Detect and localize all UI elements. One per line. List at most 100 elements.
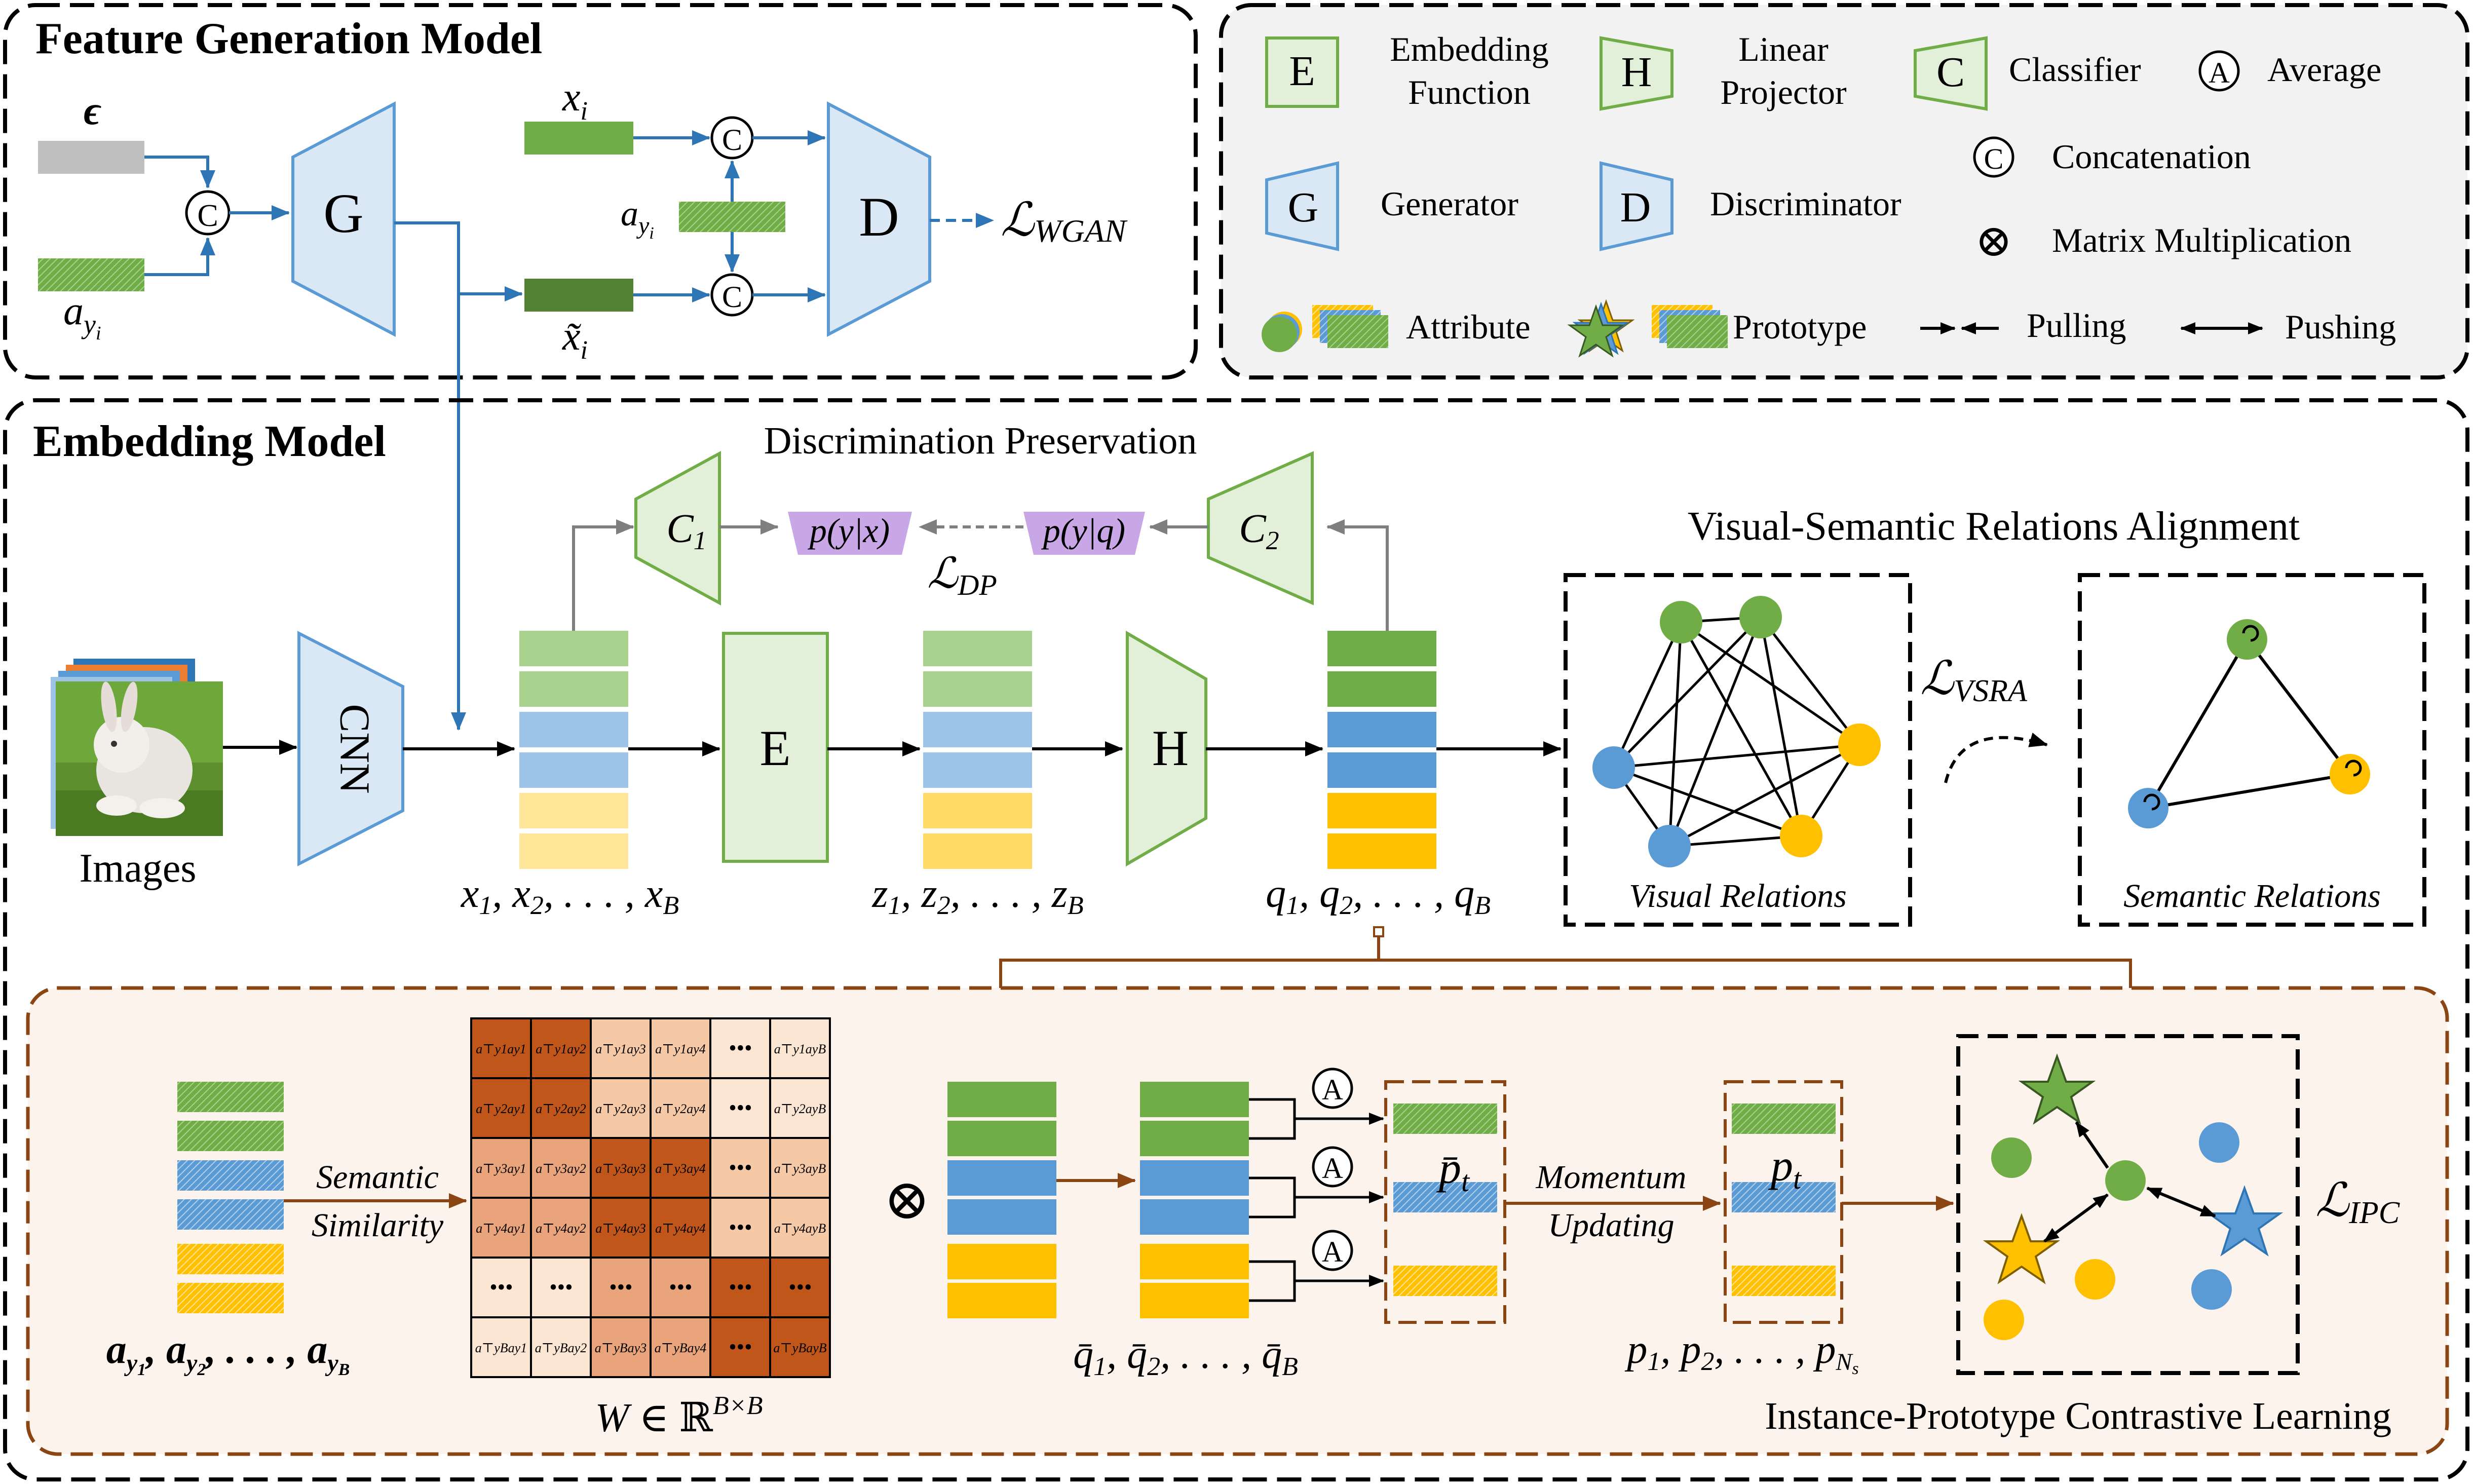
momentum-label-2: Updating — [1548, 1207, 1674, 1244]
q-features — [1327, 631, 1436, 869]
discriminator-letter: D — [859, 186, 899, 248]
matrix-cell — [709, 1077, 771, 1139]
noise-vector — [38, 141, 144, 174]
matrix-cell-label: ••• — [729, 1215, 752, 1240]
matrix-cell-label: a⊤y2ay1 — [476, 1101, 526, 1116]
p-box — [1724, 1080, 1843, 1324]
pbar-yellow — [1393, 1266, 1497, 1296]
matrix-cell-label: a⊤y4ay2 — [536, 1221, 586, 1236]
legend-discriminator-letter: D — [1620, 184, 1651, 231]
legend-matmul-symbol: ⊗ — [1975, 217, 2012, 266]
legend-prototype-label: Prototype — [1733, 308, 1867, 346]
e-block — [722, 632, 829, 863]
instance-blue-2 — [2191, 1269, 2232, 1310]
legend-average-icon — [2198, 50, 2240, 92]
matrix-cell — [769, 1197, 831, 1259]
legend-classifier-letter: C — [1936, 49, 1965, 96]
matrix-cell — [709, 1197, 771, 1259]
visual-node-blue-1 — [1592, 746, 1635, 789]
matrix-cell — [650, 1197, 711, 1259]
legend-discriminator-label: Discriminator — [1710, 184, 1901, 223]
legend-linear-label-1: Linear — [1738, 30, 1829, 68]
legend-attribute-icon — [1262, 305, 1388, 352]
visual-node-yellow-2 — [1780, 815, 1822, 857]
visual-relations-label: Visual Relations — [1629, 878, 1847, 915]
matrix-cell-label: ••• — [549, 1275, 573, 1300]
cnn-label: CNN — [331, 704, 378, 793]
legend-attribute-label: Attribute — [1406, 308, 1531, 346]
prototype-star-green — [2018, 1053, 2096, 1125]
average-circle-1 — [1312, 1068, 1353, 1109]
concat-letter-3: C — [722, 280, 742, 314]
legend-prototype-icon — [1567, 299, 1728, 358]
p-sequence-label: p1, p2, . . . , pNs — [1624, 1327, 1858, 1378]
push-arrow-to-yellow — [2043, 1193, 2109, 1243]
visual-node-green-2 — [1739, 596, 1782, 638]
matrix-cell — [769, 1257, 831, 1318]
instance-green-left — [1991, 1137, 2032, 1178]
a-sequence-label: ay1, ay2, . . . , ayB — [106, 1327, 350, 1379]
average-letter-3: A — [1322, 1235, 1343, 1268]
rabbit-image — [94, 681, 193, 818]
semantic-node-blue — [2128, 788, 2168, 828]
legend-linear-letter: H — [1621, 49, 1652, 96]
q-connector-anchor — [1373, 926, 1384, 937]
legend-concat-icon — [1973, 136, 2014, 178]
average-circle-3 — [1312, 1230, 1353, 1271]
legend-concat-letter: C — [1984, 142, 2004, 175]
c2-block — [1207, 451, 1314, 605]
p-yellow — [1732, 1266, 1836, 1296]
matrix-cell-label: ••• — [729, 1036, 752, 1060]
arrow-x-to-c1 — [572, 519, 634, 631]
legend-pulling-label: Pulling — [2027, 306, 2126, 345]
matrix-cell — [769, 1077, 831, 1139]
pbar-blue — [1393, 1182, 1497, 1212]
matrix-cell-label: ••• — [489, 1275, 513, 1300]
xtilde-label: x̃i — [562, 314, 588, 365]
matrix-cell-label: a⊤y1ay1 — [476, 1042, 526, 1056]
qbar-features — [1140, 1082, 1249, 1318]
legend-embedding-letter: E — [1289, 48, 1315, 95]
otimes-symbol: ⊗ — [884, 1169, 930, 1231]
matrix-cell-label: ••• — [729, 1335, 752, 1359]
matrix-cell-label: a⊤y1ayB — [774, 1042, 826, 1056]
arrow-noise-to-concat — [144, 156, 215, 188]
ipc-embedding-box — [1956, 1034, 2300, 1375]
legend-average-letter: A — [2209, 56, 2230, 89]
feature-generation-panel — [3, 3, 1198, 379]
semantic-relations-box — [2078, 573, 2426, 927]
arrow-g-to-xfeat — [394, 221, 466, 731]
images-label: Images — [79, 846, 196, 891]
legend-concat-label: Concatenation — [2052, 137, 2251, 176]
discriminator-block — [827, 101, 931, 337]
embedding-title: Embedding Model — [33, 417, 386, 466]
self-loop-icon-blue — [2143, 793, 2160, 811]
legend-embedding-label-1: Embedding — [1390, 30, 1549, 68]
h-label: H — [1152, 720, 1189, 776]
attribute-label-fgm: ayi — [63, 289, 101, 344]
legend-average-label: Average — [2267, 50, 2381, 89]
visual-node-yellow-1 — [1838, 724, 1881, 766]
cnn-block — [297, 631, 404, 866]
c2-label: C2 — [1239, 507, 1279, 555]
matrix-cell — [769, 1137, 831, 1199]
fake-feature-vector — [524, 279, 633, 312]
pull-arrow-to-green — [2075, 1121, 2109, 1169]
matrix-cell — [590, 1137, 652, 1199]
vsra-dashed-arrow — [1944, 733, 2048, 783]
matrix-cell — [590, 1197, 652, 1259]
matrix-cell-label: a⊤y4ay3 — [595, 1221, 646, 1236]
matrix-cell-label: a⊤y1ay3 — [595, 1042, 646, 1056]
h-block — [1126, 630, 1207, 867]
matrix-cell-label: a⊤y3ay4 — [655, 1161, 706, 1176]
legend-generator-icon — [1265, 161, 1339, 251]
matrix-cell-label: a⊤yBay3 — [595, 1341, 646, 1355]
c1-label: C1 — [666, 507, 706, 555]
legend-embedding-icon — [1265, 36, 1339, 108]
instance-yellow-1 — [2075, 1259, 2115, 1300]
matrix-cell — [709, 1017, 771, 1079]
visual-node-blue-2 — [1648, 825, 1691, 867]
pyq-label: p(y|q) — [1041, 511, 1125, 550]
momentum-label-1: Momentum — [1536, 1159, 1687, 1196]
